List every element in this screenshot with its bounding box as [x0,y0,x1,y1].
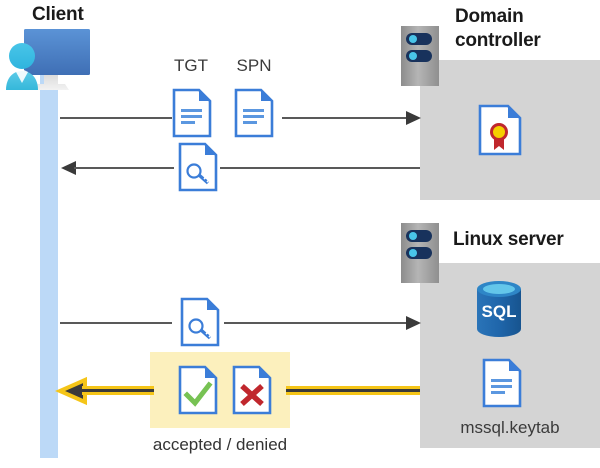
svg-text:SQL: SQL [482,302,517,321]
flow2-arrowhead-left [60,160,76,176]
client-lifeline [40,72,58,458]
flow1-arrowhead-right [406,110,422,126]
flow4-line-left [82,386,154,395]
client-title: Client [32,4,84,25]
certificate-document-icon [478,104,522,156]
spn-document-icon [234,88,274,138]
keytab-label: mssql.keytab [460,418,560,437]
flow4-line-right [286,386,420,395]
spn-label: SPN [236,56,272,75]
ticket-key-document-icon [178,142,218,192]
tgt-document-icon [172,88,212,138]
denied-document-icon [232,365,272,415]
flow1-line-left [60,117,172,119]
flow3-line-right [224,322,410,324]
sql-database-icon: SQL [473,279,525,339]
keytab-document-icon [482,358,522,408]
accepted-document-icon [178,365,218,415]
flow2-line-right [220,167,420,169]
request-key-document-icon [180,297,220,347]
domain-controller-title-line1: Domain [455,6,524,27]
client-workstation-icon [4,24,100,96]
linux-server-title: Linux server [453,229,564,250]
domain-controller-title-line2: controller [455,30,541,51]
tgt-label: TGT [174,56,208,75]
flow1-line-right [282,117,410,119]
domain-controller-server-rack-icon [401,26,439,86]
result-label: accepted / denied [152,435,288,454]
flow3-line-left [60,322,172,324]
linux-server-rack-icon [401,223,439,283]
flow3-arrowhead-right [406,315,422,331]
flow2-line-left [74,167,174,169]
